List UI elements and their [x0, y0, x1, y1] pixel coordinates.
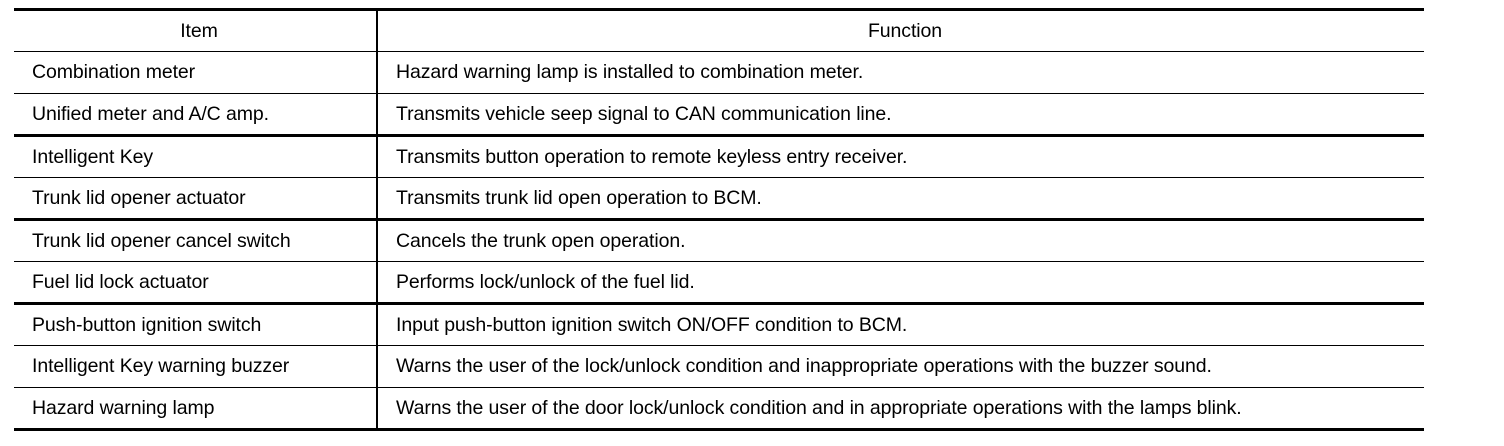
table-row: Intelligent Key warning buzzer Warns the…: [14, 345, 1424, 388]
cell-function: Hazard warning lamp is installed to comb…: [377, 52, 1424, 94]
table-row: Trunk lid opener actuator Transmits trun…: [14, 177, 1424, 220]
cell-function: Cancels the trunk open operation.: [377, 220, 1424, 262]
column-header-function-label: Function: [868, 19, 942, 42]
cell-item-text: Unified meter and A/C amp.: [32, 102, 269, 125]
table-row: Fuel lid lock actuator Performs lock/unl…: [14, 261, 1424, 304]
cell-function: Transmits vehicle seep signal to CAN com…: [377, 94, 1424, 136]
cell-item-text: Combination meter: [32, 61, 196, 84]
cell-item: Trunk lid opener cancel switch: [14, 219, 378, 262]
cell-item: Unified meter and A/C amp.: [14, 93, 378, 136]
cell-function: Transmits button operation to remote key…: [377, 136, 1424, 178]
cell-function-text: Cancels the trunk open operation.: [396, 229, 686, 252]
cell-function-text: Warns the user of the door lock/unlock c…: [396, 396, 1242, 419]
cell-item-text: Hazard warning lamp: [32, 396, 215, 419]
table-header-row: Item Function: [14, 9, 1424, 52]
table-row: Trunk lid opener cancel switch Cancels t…: [14, 219, 1424, 262]
table-row: Unified meter and A/C amp. Transmits veh…: [14, 93, 1424, 136]
column-header-item: Item: [14, 9, 378, 52]
table-header: Item Function: [14, 9, 1424, 52]
cell-function: Transmits trunk lid open operation to BC…: [377, 178, 1424, 220]
cell-item: Fuel lid lock actuator: [14, 261, 378, 304]
cell-item: Push-button ignition switch: [14, 303, 378, 346]
table-body: Combination meter Hazard warning lamp is…: [14, 51, 1424, 430]
table-row: Hazard warning lamp Warns the user of th…: [14, 387, 1424, 430]
column-header-function: Function: [377, 10, 1424, 52]
cell-function-text: Transmits button operation to remote key…: [396, 145, 908, 168]
cell-function: Performs lock/unlock of the fuel lid.: [377, 262, 1424, 304]
table-row: Intelligent Key Transmits button operati…: [14, 135, 1424, 178]
cell-function-text: Warns the user of the lock/unlock condit…: [396, 355, 1212, 378]
cell-function-text: Input push-button ignition switch ON/OFF…: [396, 313, 908, 336]
cell-item: Hazard warning lamp: [14, 387, 378, 430]
cell-item: Intelligent Key warning buzzer: [14, 345, 378, 388]
cell-item: Combination meter: [14, 51, 378, 94]
cell-item: Intelligent Key: [14, 135, 378, 178]
cell-function-text: Performs lock/unlock of the fuel lid.: [396, 270, 695, 293]
column-header-item-label: Item: [180, 19, 218, 42]
cell-function: Input push-button ignition switch ON/OFF…: [377, 304, 1424, 346]
cell-item-text: Trunk lid opener actuator: [32, 186, 246, 209]
cell-item-text: Push-button ignition switch: [32, 313, 262, 336]
table-row: Push-button ignition switch Input push-b…: [14, 303, 1424, 346]
cell-function-text: Transmits trunk lid open operation to BC…: [396, 186, 762, 209]
cell-function-text: Transmits vehicle seep signal to CAN com…: [396, 102, 892, 125]
cell-function: Warns the user of the door lock/unlock c…: [377, 388, 1424, 430]
cell-item-text: Intelligent Key: [32, 145, 153, 168]
cell-item-text: Intelligent Key warning buzzer: [32, 355, 290, 378]
cell-item-text: Trunk lid opener cancel switch: [32, 229, 291, 252]
cell-item-text: Fuel lid lock actuator: [32, 270, 209, 293]
item-function-table: Item Function Combination meter Hazard w…: [14, 8, 1424, 431]
table-row: Combination meter Hazard warning lamp is…: [14, 51, 1424, 94]
cell-function-text: Hazard warning lamp is installed to comb…: [396, 61, 864, 84]
cell-function: Warns the user of the lock/unlock condit…: [377, 346, 1424, 388]
cell-item: Trunk lid opener actuator: [14, 177, 378, 220]
